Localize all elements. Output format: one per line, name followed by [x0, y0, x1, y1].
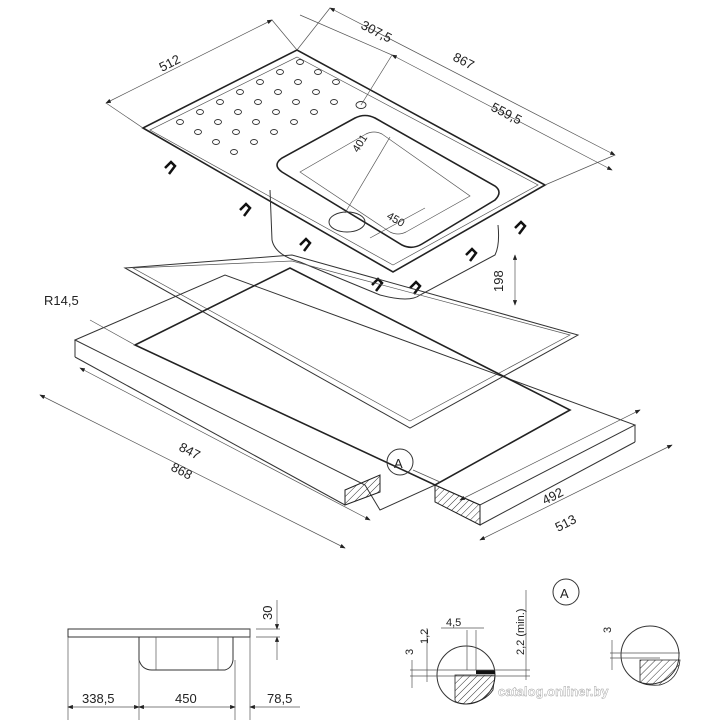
dim-outer-depth: 513: [553, 511, 579, 534]
dim-outer-width: 868: [169, 459, 195, 482]
detail-dim-2-2-min: 2,2 (min.): [515, 609, 527, 655]
dim-cutout-depth: 492: [540, 484, 566, 507]
dim-bowl-depth: 401: [350, 133, 370, 155]
dim-section-left: 338,5: [82, 691, 115, 706]
dim-bowl-height: 198: [491, 270, 506, 292]
drain-hole: [328, 211, 366, 233]
detail-dim-3-right: 3: [602, 627, 614, 633]
watermark: catalog.onliner.by: [498, 684, 609, 699]
detail-marker-a: A: [394, 456, 403, 471]
dim-cutout-width: 847: [177, 439, 203, 462]
detail-dim-3: 3: [404, 649, 416, 655]
dim-section-bowl: 450: [175, 691, 197, 706]
detail-dim-4-5: 4,5: [446, 617, 461, 629]
detail-dim-1-2: 1,2: [419, 629, 431, 644]
dim-bowl-offset: 307,5: [359, 17, 395, 45]
mounting-clips: [164, 160, 527, 295]
section-view: 30 338,5 450 78,5: [67, 600, 300, 720]
countertop-dimensions: R14,5 847 868 492 513 A: [39, 293, 673, 549]
cutout-template: [123, 254, 580, 429]
detail-a: A 3 1,2 4,5 2,2 (min.) 3: [404, 578, 681, 705]
dim-drainer-width: 559,5: [489, 99, 525, 127]
detail-a-title: A: [560, 586, 569, 601]
drainer-holes: [176, 59, 367, 155]
sink-dimensions: 512 307,5 867 559,5 401 450 198: [105, 7, 616, 306]
dim-corner-radius: R14,5: [44, 293, 79, 308]
dim-bowl-width: 450: [385, 210, 407, 230]
dim-depth-512: 512: [157, 51, 183, 74]
countertop: [73, 267, 637, 526]
dim-section-right: 78,5: [267, 691, 292, 706]
dim-overall-width: 867: [451, 49, 477, 72]
dim-section-height: 30: [260, 606, 275, 620]
